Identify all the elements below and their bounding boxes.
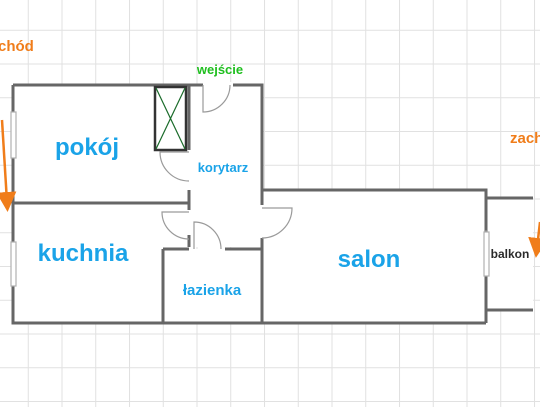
room-label-salon: salon [338, 246, 401, 273]
entrance-label: wejście [196, 62, 243, 77]
entrance-gap [203, 82, 233, 88]
direction-label-left: chód [0, 38, 34, 55]
room-label-balkon: balkon [491, 247, 530, 261]
windows [10, 111, 490, 287]
room-label-korytarz: korytarz [198, 160, 249, 175]
left-direction-arrow [0, 119, 17, 212]
walls [11, 83, 533, 325]
ventilation-shaft [153, 85, 188, 152]
room-label-kuchnia: kuchnia [38, 240, 129, 267]
direction-label-right: zach [510, 130, 540, 147]
room-label-lazienka: łazienka [183, 282, 242, 299]
room-label-pokoj: pokój [55, 134, 119, 161]
